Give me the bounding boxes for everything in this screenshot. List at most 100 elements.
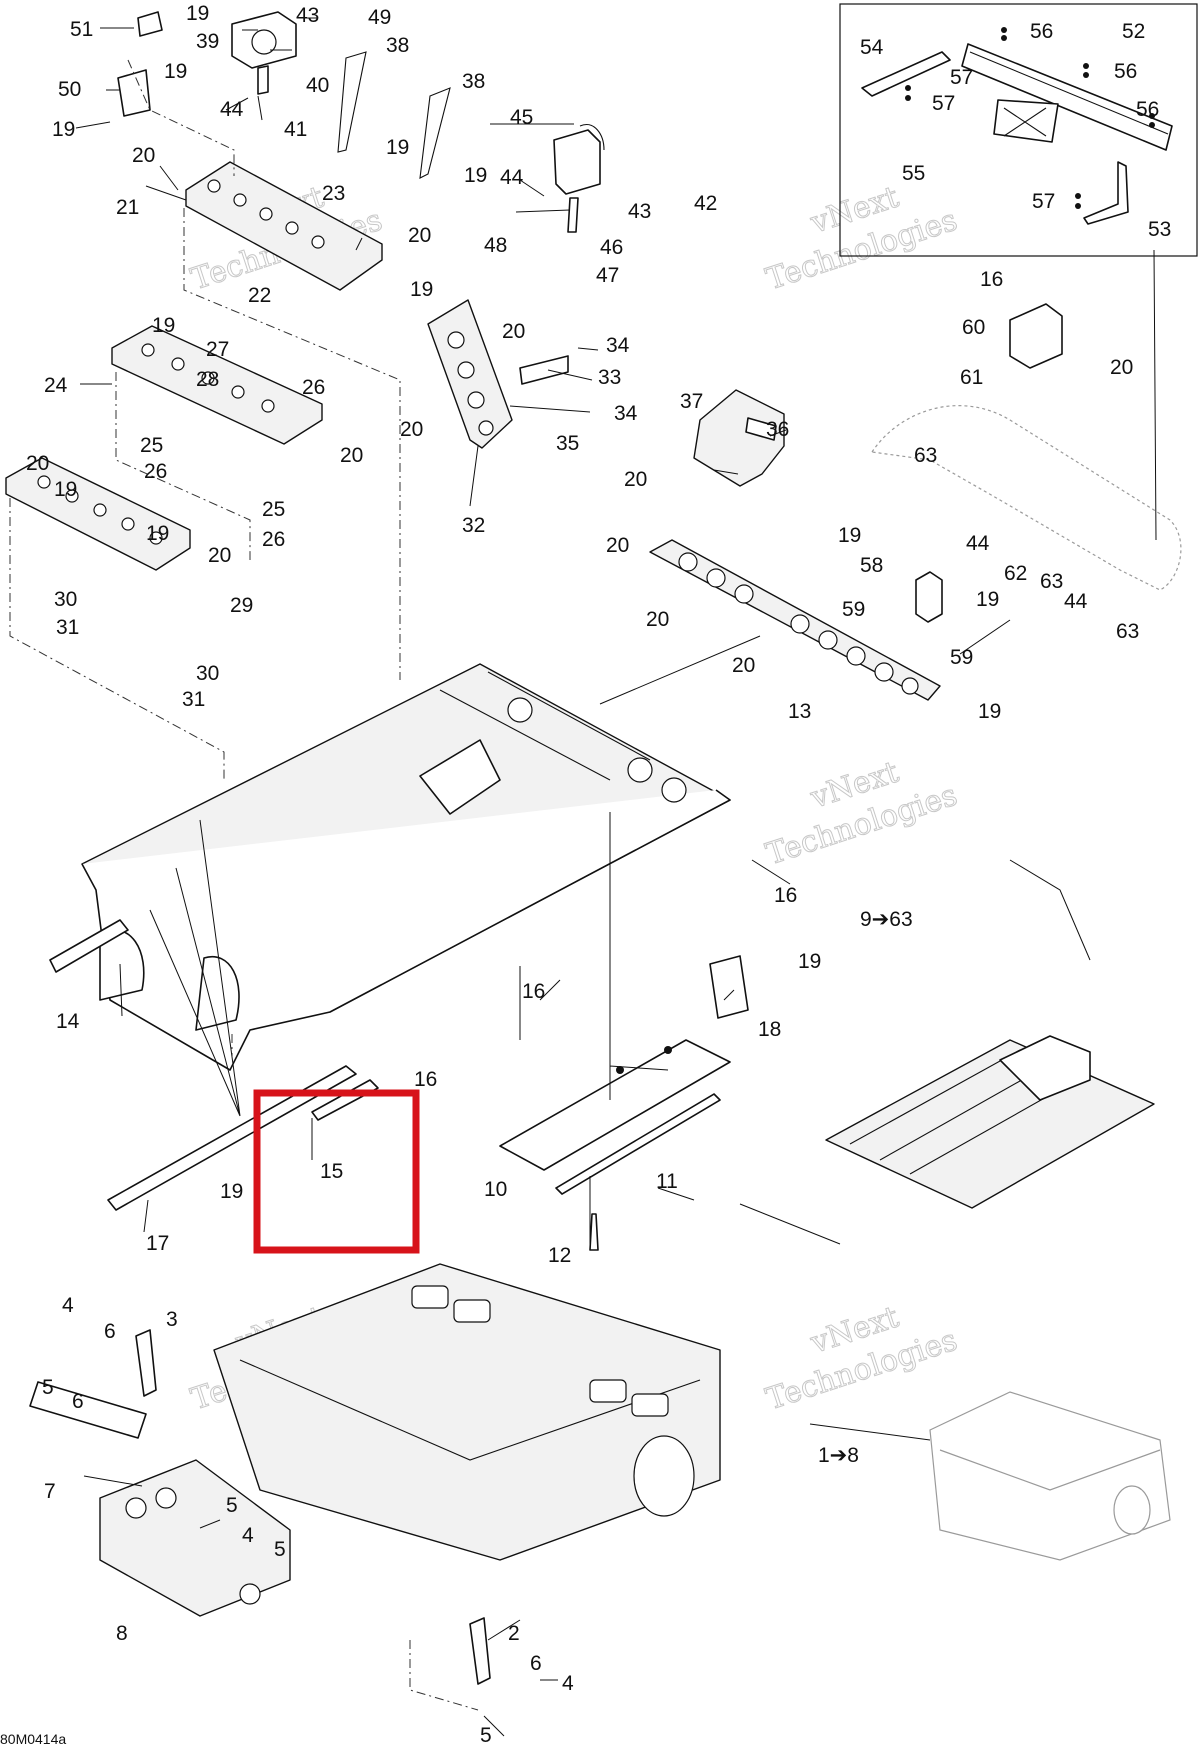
callout-label: 19 [838, 524, 861, 547]
callout-label: 12 [548, 1244, 571, 1267]
front-bumper [870, 303, 1182, 623]
callout-label: 22 [248, 284, 271, 307]
callout-label: 27 [206, 338, 229, 361]
callout-label: 9➔63 [860, 908, 913, 931]
callout-label: 5 [42, 1376, 54, 1399]
callout-label: 19 [978, 700, 1001, 723]
leader-lines [75, 17, 1157, 1737]
callout-label: 16 [980, 268, 1003, 291]
support-36 [693, 389, 785, 487]
callout-label: 58 [860, 554, 883, 577]
cross-member-24 [111, 325, 323, 445]
callout-label: 29 [230, 594, 253, 617]
callout-label: 25 [140, 434, 163, 457]
callout-label: 38 [462, 70, 485, 93]
front-cross-member-13 [649, 539, 941, 701]
callout-label: 26 [302, 376, 325, 399]
callout-label: 57 [950, 66, 973, 89]
callout-label: 5 [226, 1494, 238, 1517]
callout-label: 7 [44, 1480, 56, 1503]
callout-label: 6 [530, 1652, 542, 1675]
rear-chassis [29, 1263, 721, 1685]
callout-label: 32 [462, 514, 485, 537]
callout-label: 43 [628, 200, 651, 223]
callout-label: 30 [196, 662, 219, 685]
callout-label: 8 [116, 1622, 128, 1645]
callout-label: 50 [58, 78, 81, 101]
callout-label: 20 [646, 608, 669, 631]
callout-label: 19 [976, 588, 999, 611]
lower-center-parts [499, 955, 749, 1251]
callout-label: 26 [262, 528, 285, 551]
callout-label: 31 [56, 616, 79, 639]
callout-label: 20 [1110, 356, 1133, 379]
callout-label: 21 [116, 196, 139, 219]
callout-label: 25 [262, 498, 285, 521]
cross-member-21 [185, 161, 383, 291]
callout-label: 30 [54, 588, 77, 611]
callout-label: 63 [914, 444, 937, 467]
callout-label: 19 [164, 60, 187, 83]
callout-label: 38 [386, 34, 409, 57]
steering-support-32 [427, 299, 569, 449]
callout-label: 19 [146, 522, 169, 545]
callout-label: 28 [196, 368, 219, 391]
callout-label: 42 [694, 192, 717, 215]
callout-label: 48 [484, 234, 507, 257]
callout-label: 53 [1148, 218, 1171, 241]
callout-label: 31 [182, 688, 205, 711]
upper-left-hardware [117, 11, 605, 233]
callout-label: 19 [386, 136, 409, 159]
callout-label: 57 [1032, 190, 1055, 213]
callout-label: 35 [556, 432, 579, 455]
callout-label: 19 [152, 314, 175, 337]
assembly-preview-1-8 [929, 1391, 1171, 1561]
main-tunnel [81, 663, 731, 1071]
callout-label: 14 [56, 1010, 80, 1033]
rear-bumper-inset [861, 27, 1173, 225]
callout-label: 3 [166, 1308, 178, 1331]
callout-label: 16 [774, 884, 797, 907]
callout-label: 63 [1040, 570, 1063, 593]
callout-label: 20 [340, 444, 363, 467]
callout-label: 10 [484, 1178, 507, 1201]
callout-label: 18 [758, 1018, 781, 1041]
callout-label: 20 [502, 320, 525, 343]
callout-label: 41 [284, 118, 307, 141]
callout-label: 61 [960, 366, 983, 389]
callout-label: 59 [950, 646, 973, 669]
callout-label: 46 [600, 236, 623, 259]
callout-label: 33 [598, 366, 621, 389]
callout-label: 59 [842, 598, 865, 621]
callout-label: 44 [220, 98, 244, 121]
callout-label: 2 [508, 1622, 520, 1645]
callout-label: 49 [368, 6, 391, 29]
callout-label: 57 [932, 92, 955, 115]
callout-label: 23 [322, 182, 345, 205]
callout-label: 44 [1064, 590, 1088, 613]
callout-label: 20 [132, 144, 155, 167]
callout-label: 5 [480, 1724, 492, 1747]
callout-label: 20 [624, 468, 647, 491]
callout-label: 37 [680, 390, 703, 413]
callout-label: 4 [242, 1524, 254, 1547]
callout-label: 43 [296, 4, 319, 27]
callout-label: 20 [732, 654, 755, 677]
callout-label: 11 [656, 1170, 678, 1193]
callout-label: 54 [860, 36, 884, 59]
callout-label: 6 [72, 1390, 84, 1413]
assembly-preview-9-63 [825, 1035, 1155, 1209]
callout-label: 24 [44, 374, 68, 397]
callout-label: 13 [788, 700, 811, 723]
callout-label: 56 [1114, 60, 1137, 83]
callout-label: 45 [510, 106, 533, 129]
inset-frame [839, 3, 1198, 257]
callout-label: 56 [1136, 98, 1159, 121]
callout-label: 20 [208, 544, 231, 567]
callout-label: 19 [410, 278, 433, 301]
callout-label: 4 [62, 1294, 74, 1317]
callout-label: 19 [464, 164, 487, 187]
callout-label: 20 [606, 534, 629, 557]
callout-label: 56 [1030, 20, 1053, 43]
callout-label: 44 [500, 166, 524, 189]
